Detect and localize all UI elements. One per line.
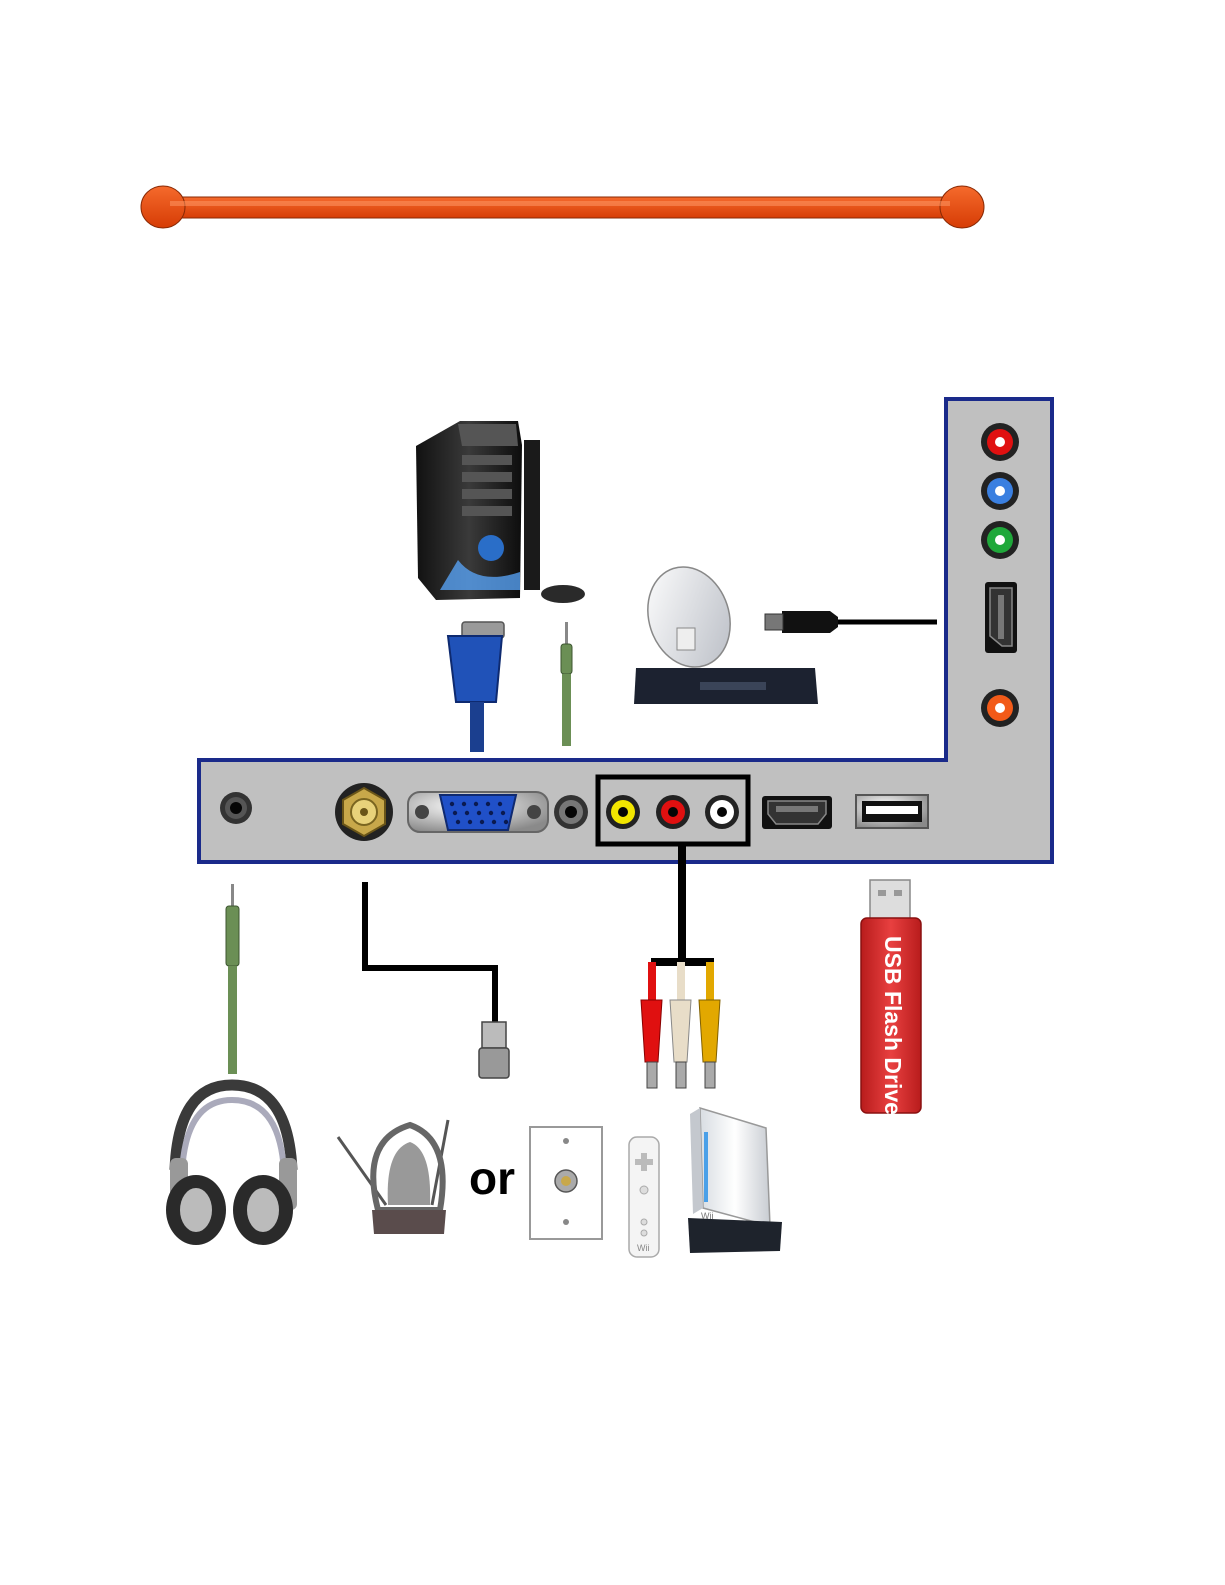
usb-flash-drive-icon: USB Flash Drive	[861, 880, 921, 1115]
title-bar	[141, 186, 984, 228]
headphone-cable	[226, 884, 239, 1074]
av-audio-jack-red[interactable]	[656, 795, 690, 829]
composite-av-cable	[641, 845, 720, 1088]
pc-audio-cable	[561, 622, 572, 746]
av-audio-jack-white[interactable]	[705, 795, 739, 829]
component-blue-jack-icon[interactable]	[981, 472, 1019, 510]
wii-console-label: Wii	[701, 1211, 714, 1221]
pc-audio-jack-icon[interactable]	[554, 795, 588, 829]
wii-remote-label: Wii	[637, 1243, 650, 1253]
hdmi-cable	[765, 611, 937, 633]
tv-connector-panel	[199, 399, 1052, 862]
rf-coax-jack-icon[interactable]	[335, 783, 393, 841]
antenna-cable	[365, 882, 509, 1078]
coax-wall-plate-icon	[530, 1127, 602, 1239]
hdmi-side-port-icon[interactable]	[985, 582, 1017, 653]
av-video-jack-yellow[interactable]	[606, 795, 640, 829]
usb-port-icon[interactable]	[856, 795, 928, 828]
headphones-icon	[166, 1085, 297, 1245]
component-green-jack-icon[interactable]	[981, 521, 1019, 559]
wii-remote-icon: Wii	[629, 1137, 659, 1257]
indoor-antenna-icon	[338, 1120, 448, 1234]
vga-port-icon[interactable]	[408, 792, 548, 832]
component-red-jack-icon[interactable]	[981, 423, 1019, 461]
coaxial-audio-jack-icon[interactable]	[981, 689, 1019, 727]
vga-cable	[448, 622, 504, 752]
or-label: or	[469, 1152, 515, 1204]
hdmi-port-icon[interactable]	[762, 796, 832, 829]
computer-tower-icon	[416, 421, 585, 603]
usb-drive-label: USB Flash Drive	[880, 936, 906, 1115]
headphone-jack-icon[interactable]	[220, 792, 252, 824]
wii-console-icon: Wii	[688, 1108, 782, 1253]
